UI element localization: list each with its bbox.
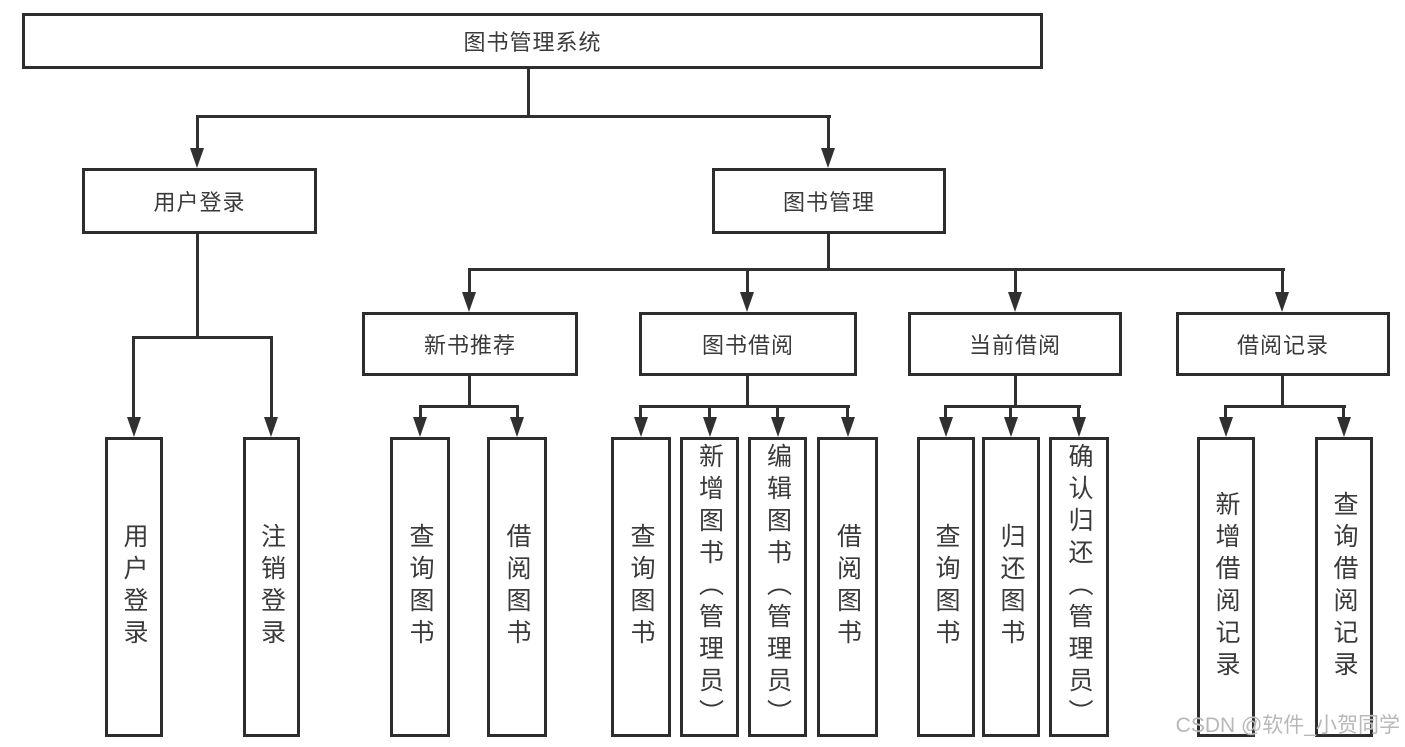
leaf-user-login: 用户登录 [105, 437, 163, 737]
connector-vline [944, 405, 947, 419]
connector-hline [468, 268, 1285, 271]
connector-hline [639, 405, 850, 408]
leaf-label: 借阅图书 [503, 523, 531, 651]
connector-vline [708, 405, 711, 419]
leaf-bb-add-books-admin: 新增图书（管理员） [680, 437, 739, 737]
connector-vline [468, 376, 471, 405]
connector-hline [944, 405, 1081, 408]
arrowhead-down-icon [740, 292, 754, 312]
leaf-cb-confirm-return-admin: 确认归还（管理员） [1049, 437, 1109, 737]
connector-hline [1224, 405, 1346, 408]
arrowhead-down-icon [264, 417, 278, 437]
connector-vline [196, 115, 199, 148]
arrowhead-down-icon [821, 148, 835, 168]
node-new-book-recommend: 新书推荐 [362, 312, 578, 376]
leaf-label: 借阅图书 [833, 523, 862, 651]
arrowhead-down-icon [634, 417, 648, 437]
connector-vline [1281, 268, 1284, 292]
node-current-borrow: 当前借阅 [908, 312, 1122, 376]
connector-vline [132, 336, 135, 417]
leaf-bb-query-books: 查询图书 [611, 437, 671, 737]
connector-vline [1014, 376, 1017, 405]
leaf-label: 确认归还（管理员） [1065, 443, 1093, 731]
arrowhead-down-icon [939, 417, 953, 437]
leaf-label: 查询图书 [932, 523, 960, 651]
arrowhead-down-icon [1072, 417, 1086, 437]
connector-vline [827, 115, 830, 148]
leaf-label: 用户登录 [120, 523, 148, 651]
connector-vline [1224, 405, 1227, 419]
leaf-nb-query-books: 查询图书 [390, 437, 450, 737]
node-book-management: 图书管理 [712, 168, 946, 234]
connector-vline [827, 233, 830, 268]
leaf-label: 查询借阅记录 [1330, 491, 1358, 683]
connector-vline [1077, 405, 1080, 419]
connector-vline [1014, 268, 1017, 292]
connector-vline [776, 405, 779, 419]
node-book-borrow: 图书借阅 [639, 312, 857, 376]
arrowhead-down-icon [1004, 417, 1018, 437]
leaf-label: 查询图书 [627, 523, 655, 651]
connector-vline [196, 233, 199, 336]
connector-vline [468, 268, 471, 292]
arrowhead-down-icon [771, 417, 785, 437]
leaf-rec-query-record: 查询借阅记录 [1315, 437, 1373, 737]
connector-hline [419, 405, 519, 408]
leaf-label: 新增图书（管理员） [695, 443, 724, 731]
connector-vline [419, 405, 422, 419]
arrowhead-down-icon [703, 417, 717, 437]
connector-vline [1281, 376, 1284, 405]
leaf-label: 新增借阅记录 [1212, 491, 1240, 683]
leaf-cb-query-books: 查询图书 [917, 437, 975, 737]
arrowhead-down-icon [1008, 292, 1022, 312]
leaf-rec-add-record: 新增借阅记录 [1197, 437, 1255, 737]
connector-vline [746, 376, 749, 405]
arrowhead-down-icon [1219, 417, 1233, 437]
connector-vline [846, 405, 849, 419]
leaf-label: 查询图书 [406, 523, 434, 651]
arrowhead-down-icon [190, 148, 204, 168]
leaf-label: 注销登录 [257, 523, 286, 651]
connector-hline [132, 336, 273, 339]
arrowhead-down-icon [841, 417, 855, 437]
arrowhead-down-icon [510, 417, 524, 437]
connector-vline [270, 336, 273, 417]
connector-vline [1342, 405, 1345, 419]
node-library-system: 图书管理系统 [22, 13, 1043, 69]
leaf-cb-return-books: 归还图书 [982, 437, 1040, 737]
arrowhead-down-icon [127, 417, 141, 437]
csdn-watermark: CSDN @软件_小贺同学 [1175, 714, 1400, 737]
arrowhead-down-icon [462, 292, 476, 312]
connector-hline [196, 115, 831, 118]
leaf-bb-borrow-books: 借阅图书 [817, 437, 878, 737]
connector-vline [516, 405, 519, 419]
leaf-label: 编辑图书（管理员） [763, 443, 792, 731]
connector-vline [527, 68, 530, 115]
node-borrow-records: 借阅记录 [1176, 312, 1390, 376]
leaf-bb-edit-books-admin: 编辑图书（管理员） [748, 437, 807, 737]
leaf-logout: 注销登录 [243, 437, 300, 737]
connector-vline [1009, 405, 1012, 419]
arrowhead-down-icon [413, 417, 427, 437]
arrowhead-down-icon [1275, 292, 1289, 312]
arrowhead-down-icon [1337, 417, 1351, 437]
leaf-label: 归还图书 [997, 523, 1025, 651]
connector-vline [639, 405, 642, 419]
leaf-nb-borrow-books: 借阅图书 [487, 437, 547, 737]
node-user-login: 用户登录 [82, 168, 317, 234]
connector-vline [746, 268, 749, 292]
